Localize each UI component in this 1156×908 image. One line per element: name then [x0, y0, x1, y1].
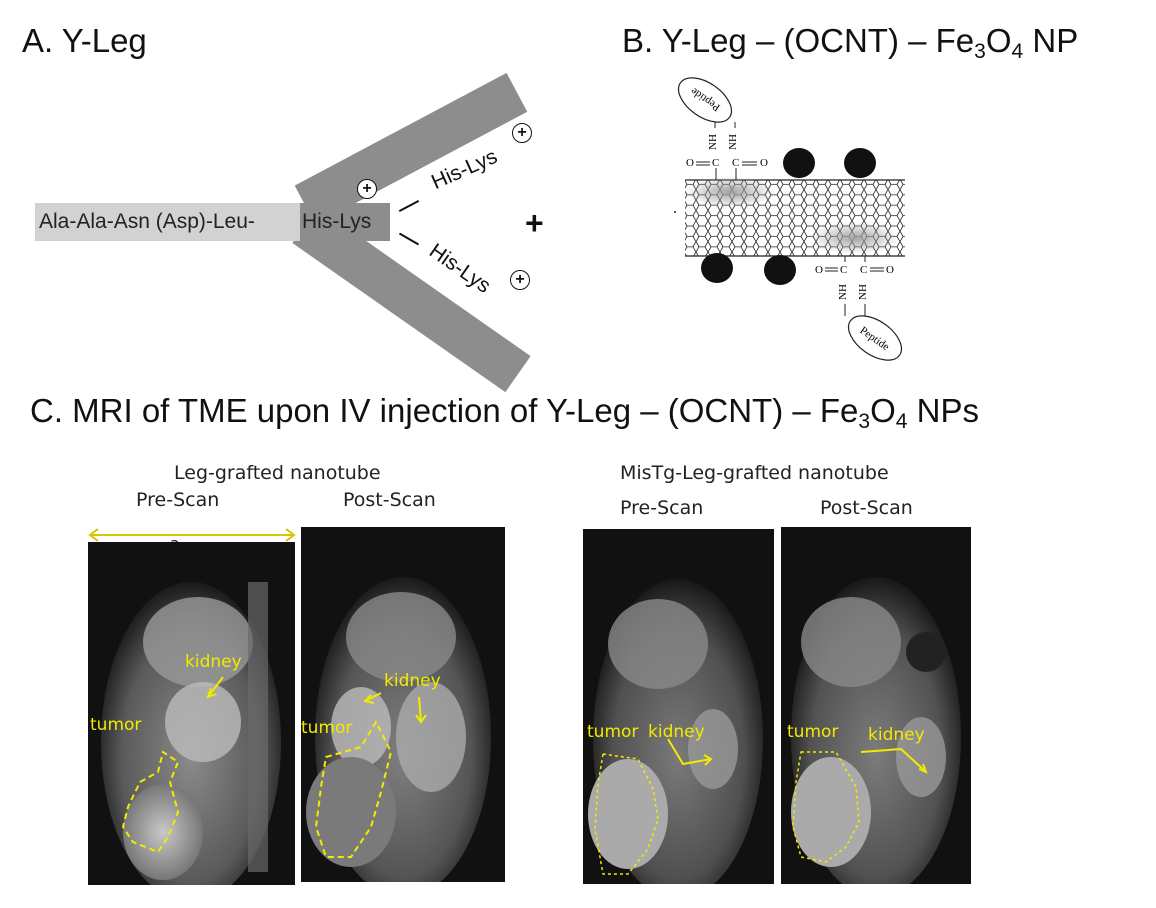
mri-mistg-post-scan — [781, 527, 971, 884]
nh-label: NH — [727, 134, 739, 150]
tumor-label: tumor — [587, 722, 639, 742]
tumor-label: tumor — [301, 718, 353, 738]
mri-leg-pre-scan — [88, 542, 295, 885]
o-label: O — [760, 157, 768, 169]
plus-sign: + — [525, 205, 544, 241]
nanoparticle — [764, 255, 796, 285]
stem-dark: His-Lys — [300, 203, 390, 241]
functional-site — [810, 222, 900, 254]
nanoparticle — [701, 253, 733, 283]
group-right-title: MisTg-Leg-grafted nanotube — [620, 462, 889, 484]
c-label: C — [712, 157, 719, 169]
c-label: C — [840, 264, 847, 276]
nanoparticle — [783, 148, 815, 178]
kidney-label: kidney — [384, 671, 441, 691]
peptide-oval — [847, 315, 903, 361]
functional-site — [685, 176, 775, 208]
pre-scan-label: Pre-Scan — [136, 489, 220, 511]
mri-mistg-pre-scan — [583, 529, 774, 884]
charge-icon: + — [512, 123, 532, 143]
o-label: O — [686, 157, 694, 169]
nh-label: NH — [857, 284, 869, 300]
pre-scan-label: Pre-Scan — [620, 497, 704, 519]
c-label: C — [732, 157, 739, 169]
charge-icon: + — [510, 270, 530, 290]
nh-label: NH — [837, 284, 849, 300]
post-scan-label: Post-Scan — [820, 497, 913, 519]
c-label: C — [860, 264, 867, 276]
panel-c-label: C. MRI of TME upon IV injection of Y-Leg… — [30, 392, 979, 433]
tumor-label: tumor — [90, 715, 142, 735]
charge-icon: + — [357, 179, 377, 199]
post-scan-label: Post-Scan — [343, 489, 436, 511]
ocnt-diagram: Peptide NH NH C C O O C C O O NH NH Pept… — [674, 77, 905, 361]
scale-bar — [88, 528, 296, 542]
bond-upper — [398, 199, 420, 213]
bond-lower — [398, 232, 420, 246]
nh-label: NH — [707, 134, 719, 150]
kidney-label: kidney — [185, 652, 242, 672]
panel-a-label: A. Y-Leg — [22, 22, 147, 59]
y-leg-diagram: Ala-Ala-Asn (Asp)-Leu- His-Lys His-Lys H… — [0, 0, 600, 393]
kidney-label: kidney — [868, 725, 925, 745]
tumor-label: tumor — [787, 722, 839, 742]
group-left-title: Leg-grafted nanotube — [174, 462, 381, 484]
mri-leg-post-scan — [301, 527, 505, 882]
kidney-label: kidney — [648, 722, 705, 742]
o-label: O — [815, 264, 823, 276]
stem-light: Ala-Ala-Asn (Asp)-Leu- — [35, 203, 304, 241]
panel-b-label: B. Y-Leg – (OCNT) – Fe3O4 NP — [622, 22, 1079, 63]
o-label: O — [886, 264, 894, 276]
nanoparticle — [844, 148, 876, 178]
peptide-oval — [677, 77, 733, 123]
